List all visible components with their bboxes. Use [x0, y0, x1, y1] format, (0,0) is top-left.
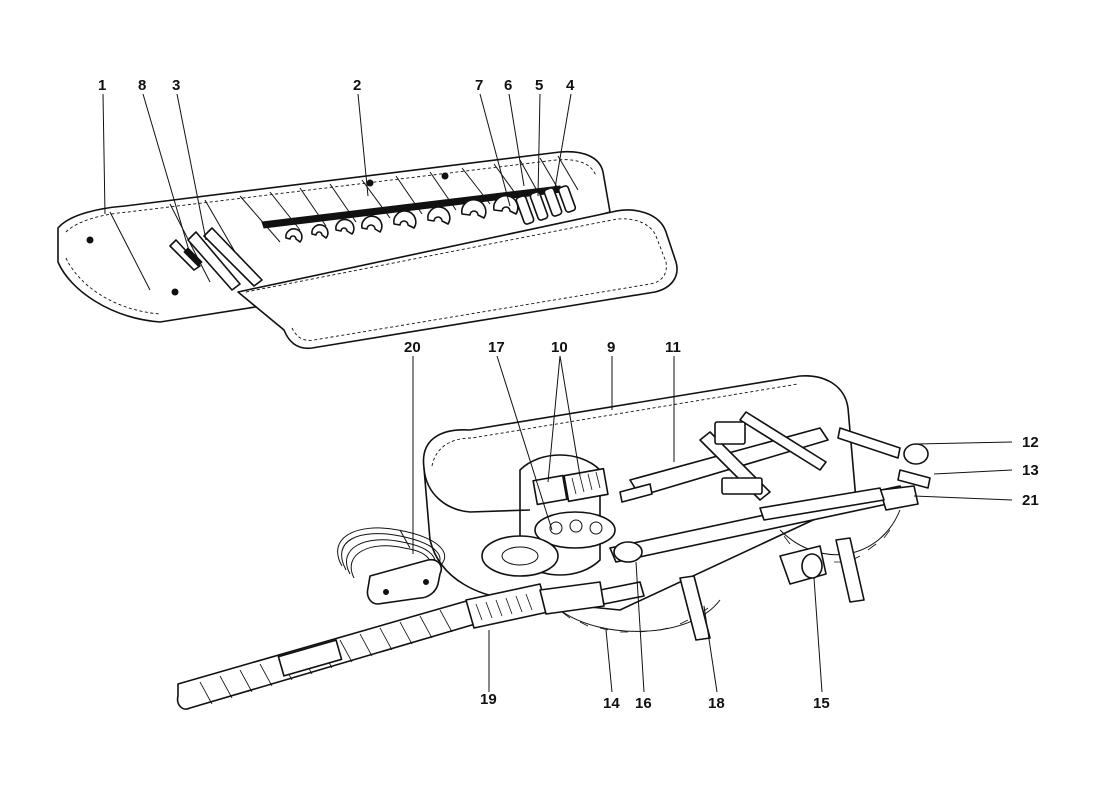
callout-4: 4 [566, 77, 575, 94]
callout-2: 2 [353, 77, 361, 94]
callout-14: 14 [603, 695, 620, 712]
scissor-jack [619, 411, 929, 503]
tool-bag [422, 375, 931, 641]
callout-10: 10 [551, 339, 568, 356]
pliers [169, 227, 263, 291]
callout-labels: 1 2 3 4 5 6 7 8 9 10 11 12 13 14 15 16 1… [98, 77, 1039, 712]
callout-6: 6 [504, 77, 512, 94]
callout-20: 20 [404, 339, 421, 356]
lamp-cable [337, 527, 446, 605]
callout-8: 8 [138, 77, 146, 94]
spanner-set [285, 194, 519, 243]
callout-19: 19 [480, 691, 497, 708]
bulb-box [534, 511, 616, 549]
callout-3: 3 [172, 77, 180, 94]
callout-21: 21 [1022, 492, 1039, 509]
tool-roll-flap [237, 209, 678, 350]
callout-16: 16 [635, 695, 652, 712]
tool-roll [57, 150, 678, 350]
leader-lines [102, 93, 1013, 693]
fuse-boxes [532, 467, 609, 506]
callout-11: 11 [665, 339, 681, 356]
callout-15: 15 [813, 695, 830, 712]
callout-5: 5 [535, 77, 543, 94]
callout-12: 12 [1022, 434, 1039, 451]
callout-9: 9 [607, 339, 615, 356]
callout-18: 18 [708, 695, 725, 712]
callout-7: 7 [475, 77, 483, 94]
callout-13: 13 [1022, 462, 1039, 479]
bulb-box-lid [481, 535, 559, 577]
inspection-lamp [176, 581, 605, 710]
callout-1: 1 [98, 77, 106, 94]
callout-17: 17 [488, 339, 505, 356]
screwdriver-set [515, 185, 577, 225]
